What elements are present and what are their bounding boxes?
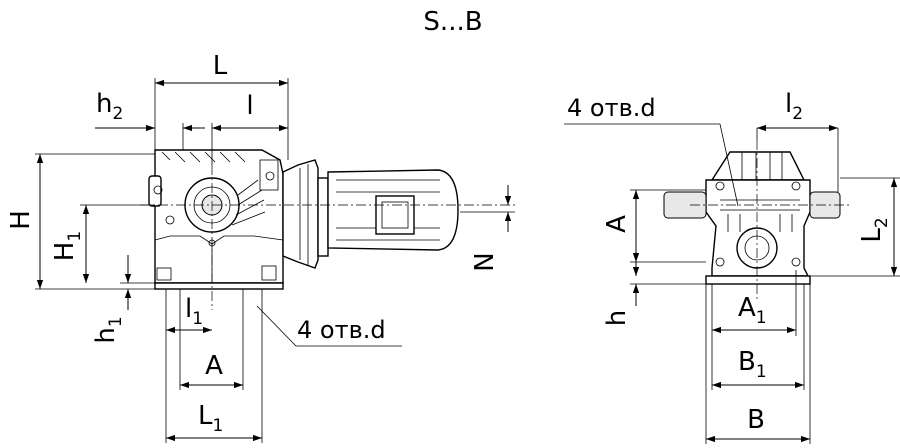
- label-l1: l1: [185, 294, 203, 329]
- base-plate: [154, 282, 284, 290]
- side-view-dimensions: L h2 l H H1 h1 l1 4 отв.d: [6, 51, 515, 443]
- label-l2: l2: [785, 89, 803, 124]
- label-h1: h1: [91, 316, 126, 343]
- label-A1: A1: [738, 293, 767, 328]
- foot-left: [156, 267, 172, 281]
- motor-adapter: [282, 159, 319, 269]
- drawing-title: S...B: [423, 7, 482, 37]
- holes-leader-left: [256, 305, 297, 347]
- label-N: N: [470, 252, 500, 271]
- label-A-right: A: [602, 215, 632, 233]
- front-view: [663, 140, 850, 300]
- label-h2: h2: [96, 89, 123, 124]
- left-flange: [148, 175, 162, 207]
- shaft-left-stub: [663, 191, 707, 219]
- label-l: l: [246, 91, 253, 121]
- label-H1: H1: [50, 231, 85, 261]
- motor-flange: [317, 177, 329, 257]
- label-B: B: [747, 405, 765, 435]
- front-base-plate: [705, 275, 811, 285]
- label-h-right: h: [602, 310, 632, 326]
- label-holes-left: 4 отв.d: [297, 316, 386, 344]
- label-H: H: [6, 210, 36, 230]
- front-view-dimensions: 4 отв.d l2 L2 A h A1 B1 B: [564, 89, 900, 444]
- label-L1: L1: [198, 401, 223, 436]
- label-L: L: [213, 51, 228, 81]
- side-view: [140, 149, 515, 310]
- label-holes-right: 4 отв.d: [567, 94, 656, 122]
- label-L2: L2: [857, 217, 892, 242]
- label-A-left: A: [205, 351, 223, 381]
- foot-right: [261, 265, 277, 281]
- label-B1: B1: [738, 347, 767, 382]
- holes-leader-right: [719, 123, 739, 207]
